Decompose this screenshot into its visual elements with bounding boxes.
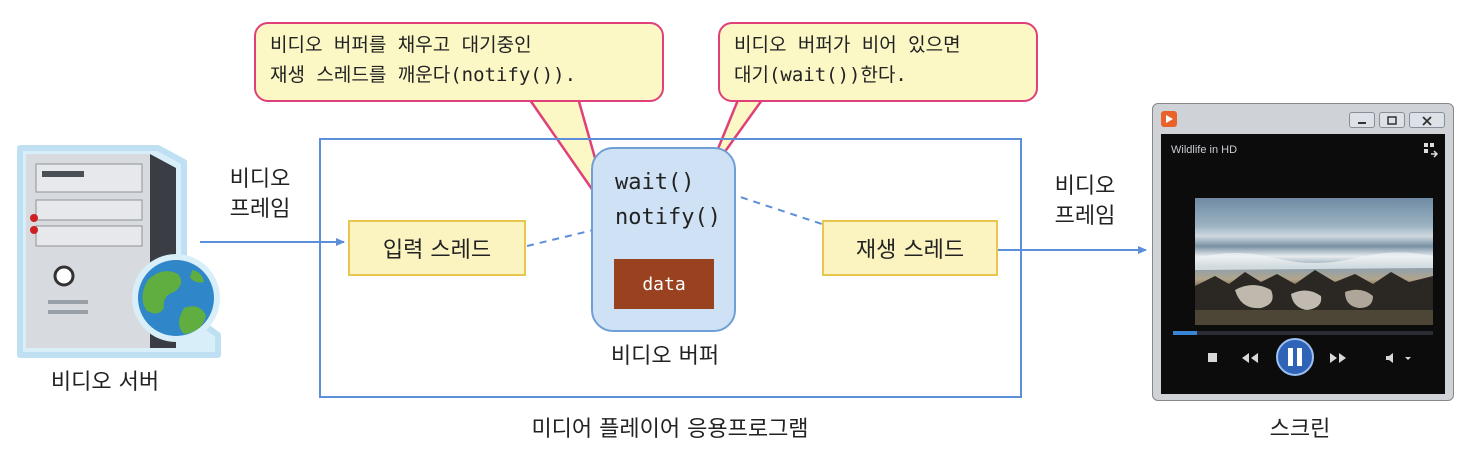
- video-frame: [1195, 198, 1433, 325]
- seek-bar[interactable]: [1173, 331, 1433, 335]
- input-thread-box: 입력 스레드: [348, 220, 526, 276]
- close-button[interactable]: [1409, 112, 1445, 128]
- notify-callout-line1: 비디오 버퍼를 채우고 대기중인: [270, 34, 532, 56]
- fast-forward-icon[interactable]: [1327, 350, 1349, 366]
- screen-label: 스크린: [1269, 417, 1331, 442]
- server-icon: [17, 145, 221, 358]
- player-content: Wildlife in HD: [1161, 134, 1445, 394]
- wait-callout-line2: 대기(wait())한다.: [734, 64, 907, 87]
- buffer-data-block: data: [614, 259, 714, 309]
- server-label: 비디오 서버: [50, 370, 160, 395]
- volume-icon[interactable]: [1383, 350, 1413, 366]
- pause-button-icon[interactable]: [1275, 337, 1315, 377]
- media-player-app-frame: [319, 138, 1022, 398]
- server-arrow-label-line1: 비디오: [229, 167, 291, 192]
- zebra-herd-scene: [1195, 252, 1433, 325]
- player-app-icon: [1161, 111, 1177, 127]
- server-illustration: [8, 140, 223, 360]
- server-arrow-label: 비디오 프레임: [205, 165, 315, 224]
- maximize-icon: [1387, 116, 1397, 125]
- video-buffer-label: 비디오 버퍼: [610, 344, 720, 369]
- play-logo-icon: [1166, 115, 1173, 123]
- wait-callout: 비디오 버퍼가 비어 있으면 대기(wait())한다.: [718, 22, 1038, 102]
- screen-player-window: Wildlife in HD: [1152, 103, 1454, 401]
- wait-callout-line1: 비디오 버퍼가 비어 있으면: [734, 34, 961, 56]
- stop-icon[interactable]: [1205, 350, 1221, 366]
- buffer-method-wait: wait(): [615, 170, 695, 195]
- seek-bar-progress: [1173, 331, 1197, 335]
- output-arrow-label: 비디오 프레임: [1030, 172, 1140, 231]
- maximize-button[interactable]: [1379, 112, 1405, 128]
- play-thread-box: 재생 스레드: [822, 220, 998, 276]
- rewind-icon[interactable]: [1239, 350, 1261, 366]
- output-arrow-label-line1: 비디오: [1054, 174, 1116, 199]
- minimize-button[interactable]: [1349, 112, 1375, 128]
- app-label: 미디어 플레이어 응용프로그램: [531, 417, 809, 442]
- buffer-method-notify: notify(): [615, 205, 721, 230]
- switch-to-library-icon[interactable]: [1423, 142, 1439, 158]
- notify-callout: 비디오 버퍼를 채우고 대기중인 재생 스레드를 깨운다(notify()).: [254, 22, 664, 102]
- server-arrow-label-line2: 프레임: [229, 196, 291, 222]
- close-icon: [1422, 116, 1432, 126]
- minimize-icon: [1358, 122, 1366, 124]
- player-video-title: Wildlife in HD: [1171, 144, 1238, 156]
- output-arrow-label-line2: 프레임: [1054, 203, 1116, 229]
- notify-callout-line2: 재생 스레드를 깨운다(notify()).: [270, 64, 577, 87]
